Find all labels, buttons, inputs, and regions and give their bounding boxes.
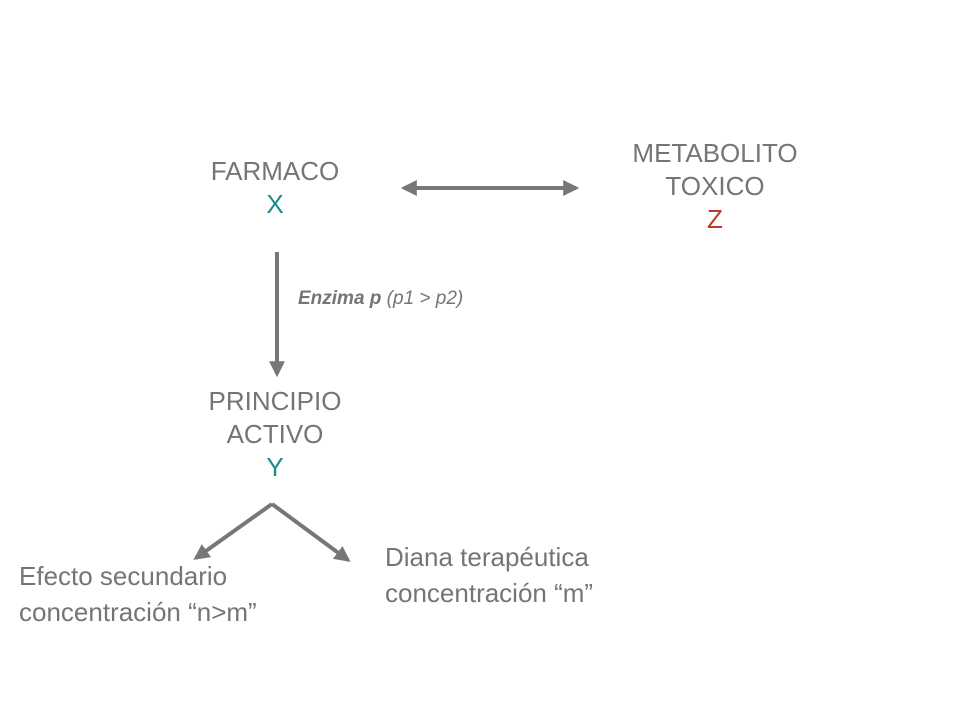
principio-variable: Y (266, 452, 284, 482)
enzima-bold: Enzima p (298, 288, 382, 309)
diana-line2: concentración “m” (385, 578, 594, 608)
principio-line2: ACTIVO (226, 419, 324, 449)
node-principio-activo: PRINCIPIO ACTIVO Y (175, 385, 375, 484)
farmaco-variable: X (266, 189, 284, 219)
node-metabolito-toxico: METABOLITO TOXICO Z (590, 137, 840, 236)
metabolito-variable: Z (707, 204, 723, 234)
edge-label-enzima: Enzima p (p1 > p2) (298, 288, 463, 310)
efecto-line2: concentración “n>m” (19, 597, 257, 627)
node-farmaco: FARMACO X (175, 155, 375, 221)
metabolito-line1: METABOLITO (632, 138, 798, 168)
node-diana-terapeutica: Diana terapéutica concentración “m” (385, 539, 593, 611)
farmaco-label: FARMACO (210, 156, 340, 186)
efecto-line1: Efecto secundario (19, 561, 228, 591)
enzima-rest: (p1 > p2) (381, 288, 464, 309)
principio-line1: PRINCIPIO (208, 386, 342, 416)
metabolito-line2: TOXICO (665, 171, 765, 201)
arrow-principio-efecto (193, 502, 274, 560)
diana-line1: Diana terapéutica (385, 542, 589, 572)
arrow-principio-diana (270, 502, 351, 562)
node-efecto-secundario: Efecto secundario concentración “n>m” (19, 558, 257, 630)
